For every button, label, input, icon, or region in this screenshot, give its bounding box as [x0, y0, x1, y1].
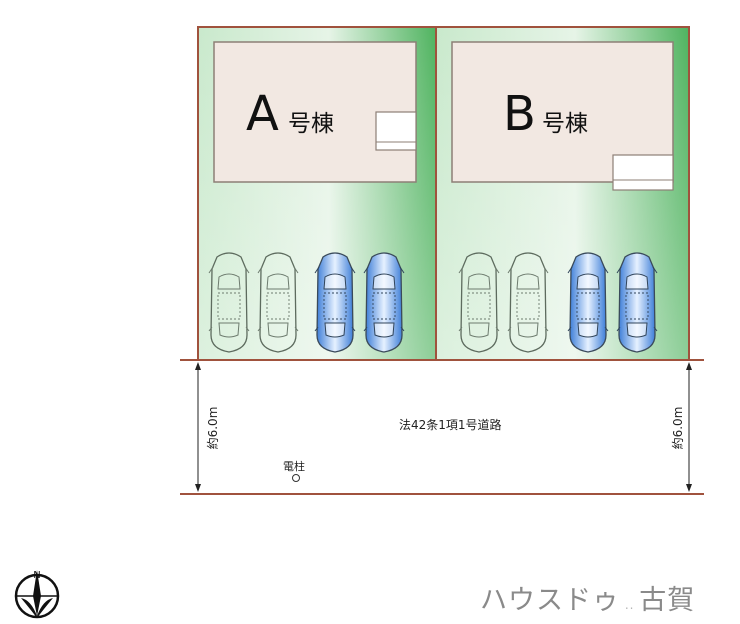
house-a: A 号棟: [213, 41, 417, 183]
road-type-label: 法42条1項1号道路: [399, 417, 502, 432]
brand-suffix: 古賀: [639, 585, 696, 616]
utility-pole-label: 電柱: [283, 459, 305, 473]
brand-logo: ハウスドゥ .. 古賀: [480, 585, 696, 616]
road-width-left-label: 約6.0m: [205, 407, 220, 450]
utility-pole: 電柱: [283, 459, 305, 482]
parking-car-blue: [567, 252, 609, 353]
road-width-left: 約6.0m: [195, 362, 220, 492]
compass-north-label: N: [33, 570, 40, 581]
utility-pole-marker: [292, 474, 300, 482]
house-a-suffix: 号棟: [288, 111, 334, 137]
lot-a: A 号棟: [198, 27, 436, 360]
brand-name: ハウスドゥ: [480, 585, 620, 616]
lot-b: B 号棟: [436, 27, 689, 360]
parking-car-blue: [363, 252, 405, 353]
parking-car-blue: [314, 252, 356, 353]
road-width-right: 約6.0m: [670, 362, 692, 492]
road: 約6.0m 約6.0m 法42条1項1号道路 電柱: [180, 359, 704, 495]
house-b-suffix: 号棟: [542, 111, 588, 137]
house-b: B 号棟: [451, 41, 674, 191]
lot-boundaries: [197, 26, 690, 360]
house-b-letter: B: [503, 86, 536, 142]
house-a-letter: A: [246, 86, 279, 142]
road-width-right-label: 約6.0m: [670, 407, 685, 450]
parking-car-blue: [616, 252, 658, 353]
compass: N: [14, 570, 60, 619]
